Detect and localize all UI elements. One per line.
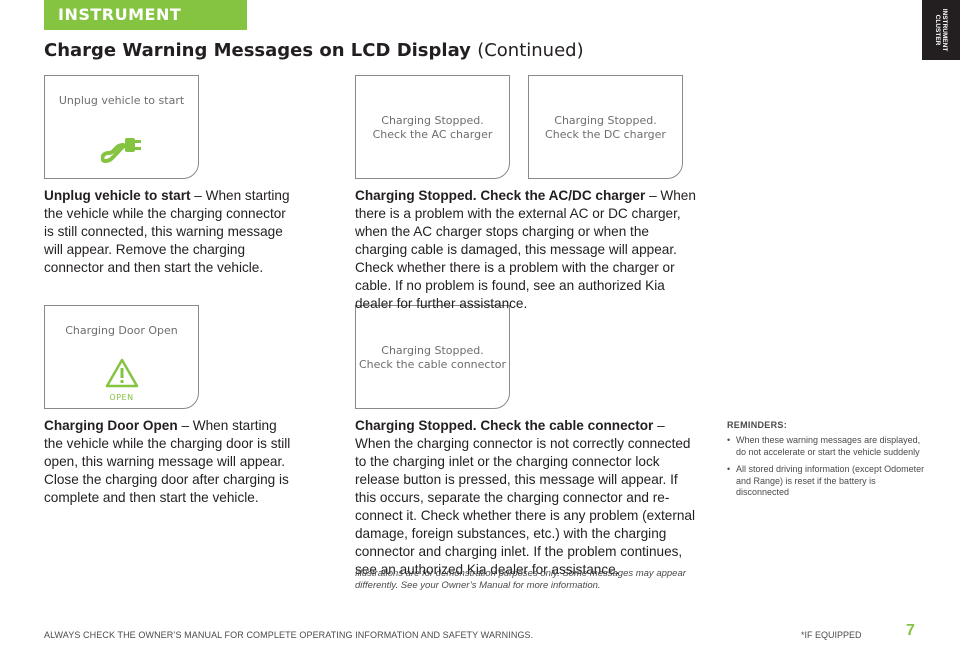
paragraph-heading: Charging Stopped. Check the AC/DC charge… [355, 188, 646, 203]
disclaimer: Illustrations are for demonstration purp… [355, 568, 686, 591]
paragraph-acdc: Charging Stopped. Check the AC/DC charge… [355, 187, 700, 313]
paragraph-body: – When there is a problem with the exter… [355, 188, 696, 311]
plug-icon [101, 138, 141, 163]
side-tab: INSTRUMENT CLUSTER [922, 0, 960, 60]
footer-warning: ALWAYS CHECK THE OWNER’S MANUAL FOR COMP… [44, 630, 534, 640]
lcd-check-dc-charger: Charging Stopped. Check the DC charger [528, 75, 683, 179]
paragraph-heading: Charging Door Open [44, 418, 178, 433]
section-tab: INSTRUMENT CLUSTER [44, 0, 247, 54]
bullet-icon: • [727, 435, 731, 445]
reminder-item: • When these warning messages are displa… [727, 435, 927, 458]
reminder-text: When these warning messages are displaye… [736, 435, 921, 457]
paragraph-door: Charging Door Open – When starting the v… [44, 417, 294, 507]
lcd-message-line1: Charging Stopped. [554, 114, 657, 127]
footer-if-equipped: *IF EQUIPPED [801, 630, 862, 640]
paragraph-body: – When starting the vehicle while the ch… [44, 188, 290, 275]
lcd-charging-door-open: Charging Door Open OPEN [44, 305, 199, 409]
lcd-message-line1: Charging Stopped. [381, 344, 484, 357]
paragraph-cable: Charging Stopped. Check the cable connec… [355, 417, 700, 579]
lcd-message: Unplug vehicle to start [58, 94, 185, 107]
paragraph-body: – When the charging connector is not cor… [355, 418, 696, 577]
lcd-message-line2: Check the DC charger [545, 128, 666, 141]
paragraph-body: – When starting the vehicle while the ch… [44, 418, 291, 505]
page-title-main: Charge Warning Messages on LCD Display [44, 40, 471, 61]
reminder-text: All stored driving information (except O… [736, 464, 925, 497]
lcd-message-line1: Charging Stopped. [381, 114, 484, 127]
lcd-message-line2: Check the AC charger [372, 128, 493, 141]
paragraph-heading: Charging Stopped. Check the cable connec… [355, 418, 654, 433]
lcd-message-line2: Check the cable connector [358, 358, 507, 371]
reminders-title: REMINDERS: [727, 420, 788, 430]
warning-triangle-icon [105, 358, 139, 388]
lcd-check-ac-charger: Charging Stopped. Check the AC charger [355, 75, 510, 179]
lcd-unplug-vehicle: Unplug vehicle to start [44, 75, 199, 179]
open-label: OPEN [109, 393, 134, 402]
lcd-check-cable-connector: Charging Stopped. Check the cable connec… [355, 305, 510, 409]
paragraph-heading: Unplug vehicle to start [44, 188, 191, 203]
reminders-box: REMINDERS: • When these warning messages… [727, 420, 927, 505]
page-title-suffix: (Continued) [477, 40, 584, 61]
page-title: Charge Warning Messages on LCD Display (… [44, 40, 584, 61]
reminder-item: • All stored driving information (except… [727, 464, 927, 499]
page-number: 7 [906, 622, 915, 639]
paragraph-unplug: Unplug vehicle to start – When starting … [44, 187, 294, 277]
bullet-icon: • [727, 464, 731, 474]
lcd-message: Charging Door Open [65, 324, 178, 337]
side-tab-label: INSTRUMENT CLUSTER [934, 8, 948, 52]
